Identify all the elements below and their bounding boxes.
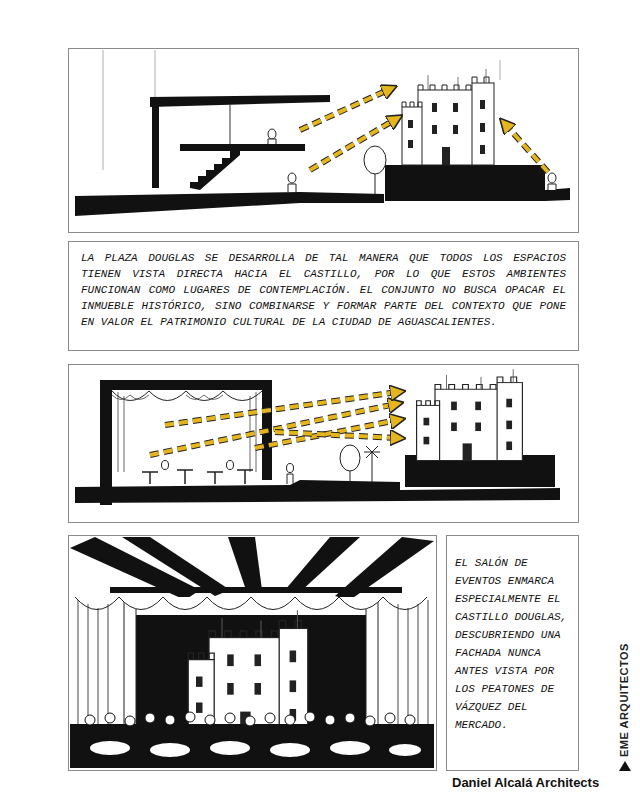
view-arrow: [505, 124, 548, 172]
event-hall-perspective: [70, 724, 434, 768]
view-arrow: [150, 392, 398, 455]
event-hall-section: [162, 461, 169, 470]
text-panel: LA PLAZA DOUGLAS SE DESARROLLA DE TAL MA…: [68, 241, 579, 351]
view-arrow: [165, 392, 398, 425]
event-hall-perspective: [210, 741, 250, 755]
event-hall-perspective: [90, 741, 421, 757]
panel-frames: [69, 49, 579, 233]
plaza-section: [150, 95, 330, 107]
view-arrow: [255, 420, 398, 448]
event-hall-perspective: [365, 716, 375, 726]
event-hall-perspective: [85, 712, 415, 726]
event-hall-perspective: [105, 713, 115, 723]
plaza-section: [375, 174, 376, 194]
plaza-section: [364, 146, 386, 174]
plaza-section: [180, 144, 305, 151]
event-hall-section: [227, 461, 234, 470]
event-hall-perspective: [265, 713, 275, 723]
plaza-section: [288, 173, 296, 183]
view-arrow: [275, 432, 398, 438]
event-hall-section: [112, 395, 223, 400]
event-hall-section: [287, 474, 293, 484]
panel-frames: [69, 49, 579, 771]
event-hall-section: [100, 380, 112, 505]
event-hall-perspective: [145, 713, 155, 723]
event-hall-perspective: [405, 715, 415, 725]
event-hall-perspective: [165, 715, 175, 725]
event-hall-perspective: [125, 716, 135, 726]
event-hall-section: [118, 392, 256, 472]
view-arrow: [300, 89, 390, 130]
event-hall-perspective: [325, 715, 335, 725]
plaza-section: [230, 104, 231, 145]
view-arrow: [505, 124, 548, 172]
plaza-section: [268, 129, 276, 139]
plaza-section: [75, 192, 384, 216]
plaza-section: [268, 139, 276, 144]
event-hall-perspective: [110, 587, 402, 593]
event-hall-perspective: [90, 741, 130, 755]
vertical-watermark: EME ARQUITECTOS: [618, 643, 630, 757]
event-hall-section: [142, 470, 253, 484]
plaza-section: [190, 151, 240, 190]
event-hall-perspective: [245, 716, 255, 726]
event-hall-perspective: [345, 713, 355, 723]
view-arrow: [300, 89, 548, 172]
plaza-section: [385, 165, 545, 201]
view-arrow: [310, 119, 396, 170]
event-hall-perspective: [305, 712, 315, 722]
event-hall-perspective: [150, 743, 190, 757]
event-hall-perspective: [385, 713, 395, 723]
plaza-section: [548, 173, 556, 183]
event-hall-perspective: [185, 712, 195, 722]
panel-text: EL SALÓN DE EVENTOS ENMARCA ESPECIALMENT…: [455, 554, 570, 734]
view-arrow: [300, 89, 390, 130]
plaza-section: [103, 50, 500, 170]
event-hall-perspective: [285, 715, 295, 725]
event-hall-section: [350, 446, 380, 483]
event-hall-perspective: [85, 715, 95, 725]
event-hall-perspective: [228, 537, 262, 590]
view-arrow: [275, 432, 398, 438]
plaza-section: [152, 100, 159, 188]
event-hall-section: [287, 464, 294, 473]
view-arrow: [165, 392, 398, 425]
plaza-section: [75, 50, 570, 216]
plaza-section: [288, 184, 296, 192]
logo-triangle: [619, 761, 631, 771]
event-hall-section: [100, 380, 272, 390]
footer-credit: Daniel Alcalá Architects: [452, 776, 599, 790]
event-hall-perspective: [70, 537, 434, 768]
event-hall-perspective: [285, 537, 360, 592]
panel-frames: [69, 536, 437, 771]
text-panel: EL SALÓN DE EVENTOS ENMARCA ESPECIALMENT…: [446, 535, 579, 771]
plaza-section: [548, 184, 556, 190]
event-hall-perspective: [75, 597, 427, 610]
view-arrow: [255, 420, 398, 448]
panel-frames: [69, 365, 579, 523]
event-hall-perspective: [124, 600, 136, 728]
event-hall-section: [75, 369, 560, 505]
event-hall-perspective: [225, 713, 235, 723]
event-hall-perspective: [389, 744, 421, 756]
event-hall-perspective: [270, 743, 310, 757]
view-arrow: [310, 119, 396, 170]
event-hall-section: [417, 369, 523, 460]
event-hall-section: [340, 445, 360, 471]
event-hall-perspective: [205, 715, 215, 725]
event-hall-perspective: [188, 610, 308, 735]
plaza-section: [402, 69, 494, 165]
event-hall-perspective: [330, 741, 370, 755]
event-hall-perspective: [366, 600, 378, 728]
event-hall-section: [112, 391, 262, 401]
panel-text: LA PLAZA DOUGLAS SE DESARROLLA DE TAL MA…: [81, 250, 566, 330]
